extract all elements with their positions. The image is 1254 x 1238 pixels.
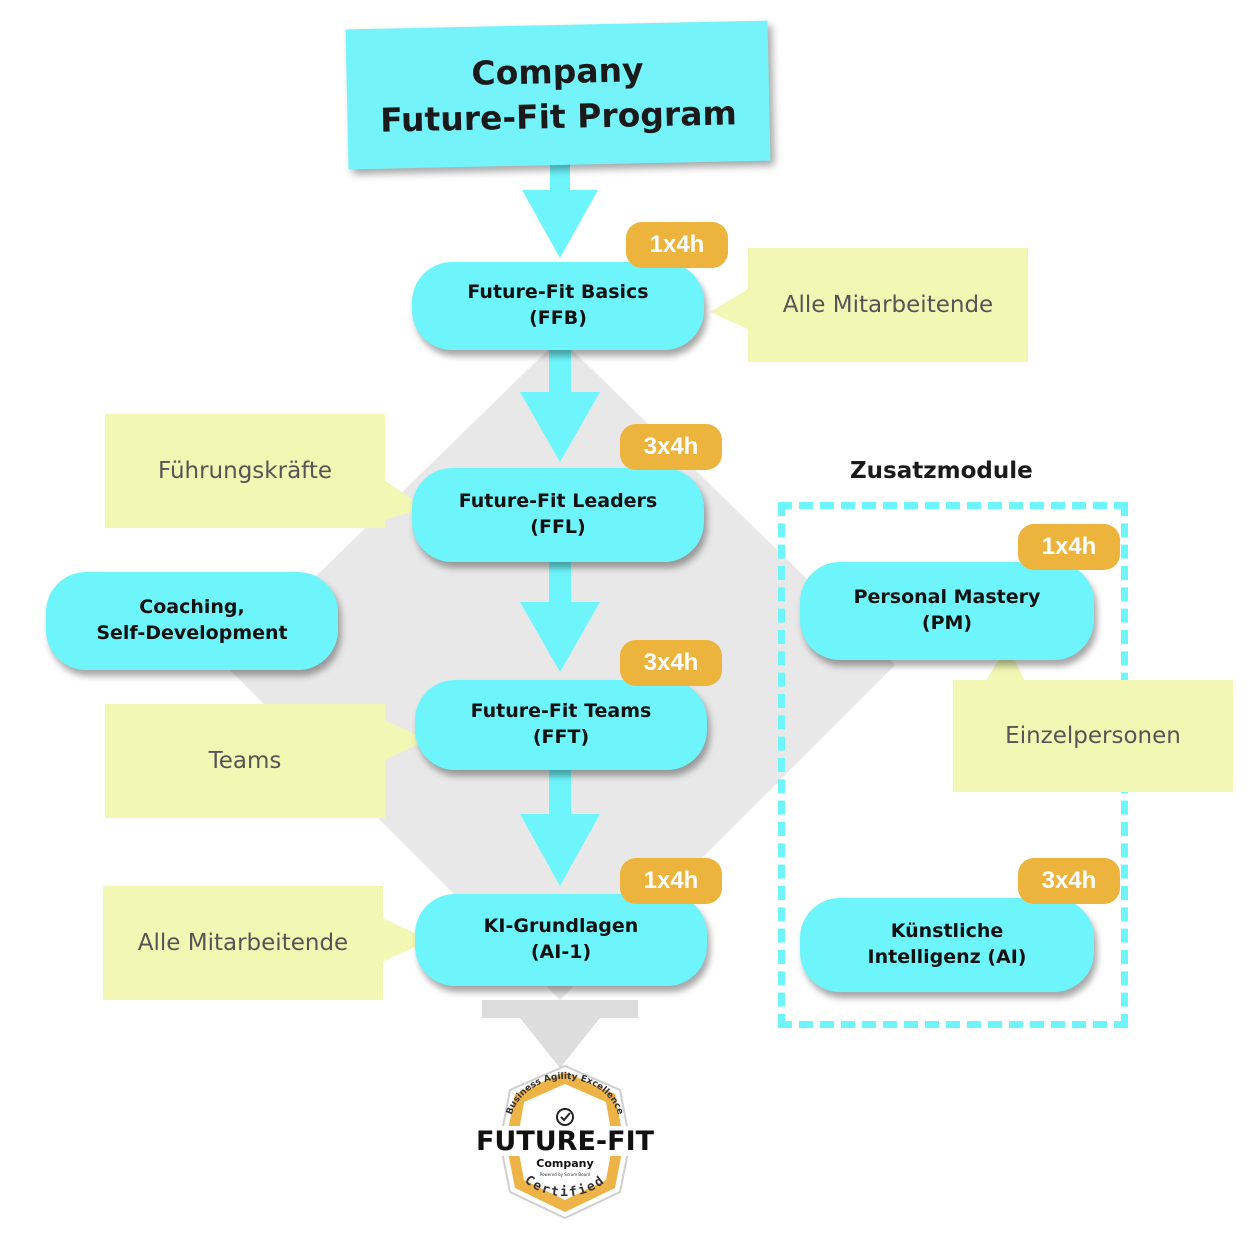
module-ki-grundlagen: KI-Grundlagen (AI-1) — [415, 894, 707, 986]
module-name: Künstliche — [890, 920, 1004, 943]
logo-tiny-text: Powered by Scrum Board — [540, 1172, 591, 1177]
note-pointer-ki — [382, 918, 430, 962]
module-future-fit-basics: Future-Fit Basics (FFB) — [412, 262, 704, 350]
module-code: (PM) — [921, 612, 973, 634]
audience-note-teams: Teams — [105, 704, 385, 818]
module-name: Future-Fit Basics — [467, 281, 649, 304]
module-name: Future-Fit Teams — [470, 700, 652, 723]
module-code: Intelligenz (AI) — [867, 946, 1027, 968]
program-title-line1: Company — [471, 50, 644, 94]
logo-sub-text: Company — [536, 1157, 593, 1170]
module-name: Future-Fit Leaders — [458, 490, 658, 513]
module-code: (FFL) — [530, 516, 586, 538]
module-name: Personal Mastery — [853, 586, 1041, 609]
duration-badge-leaders: 3x4h — [620, 424, 722, 470]
module-code: (FFT) — [532, 726, 590, 748]
coaching-line2: Self-Development — [96, 622, 288, 644]
audience-note-basics: Alle Mitarbeitende — [748, 248, 1028, 362]
gray-funnel-arrow — [482, 1000, 638, 1068]
note-pointer-teams — [384, 720, 428, 760]
module-code: (FFB) — [529, 307, 587, 329]
duration-badge-pm: 1x4h — [1018, 524, 1120, 570]
down-arrow-3 — [520, 558, 600, 672]
program-title-line2: Future-Fit Program — [379, 93, 738, 140]
addon-personal-mastery: Personal Mastery (PM) — [800, 562, 1094, 660]
audience-note-ki: Alle Mitarbeitende — [103, 886, 383, 1000]
down-arrow-2 — [520, 348, 600, 462]
module-name: KI-Grundlagen — [483, 915, 639, 938]
note-pointer-pm — [985, 645, 1025, 682]
down-arrow-1 — [522, 160, 598, 258]
module-future-fit-teams: Future-Fit Teams (FFT) — [415, 680, 707, 770]
addon-kuenstliche-intelligenz: Künstliche Intelligenz (AI) — [800, 898, 1094, 992]
duration-badge-ki: 1x4h — [620, 858, 722, 904]
duration-badge-basics: 1x4h — [626, 222, 728, 268]
future-fit-certified-logo: Business Agility Excellence FUTURE-FIT C… — [462, 1064, 668, 1220]
audience-note-pm: Einzelpersonen — [953, 680, 1233, 792]
module-future-fit-leaders: Future-Fit Leaders (FFL) — [412, 468, 704, 562]
duration-badge-teams: 3x4h — [620, 640, 722, 686]
module-code: (AI-1) — [530, 941, 592, 963]
note-pointer-basics — [710, 288, 750, 330]
program-title-box: Company Future-Fit Program — [345, 20, 771, 170]
addons-title: Zusatzmodule — [850, 458, 1033, 484]
down-arrow-4 — [520, 770, 600, 886]
coaching-self-development: Coaching, Self-Development — [46, 572, 338, 670]
coaching-line1: Coaching, — [139, 596, 245, 619]
duration-badge-ai: 3x4h — [1018, 858, 1120, 904]
audience-note-leaders: Führungskräfte — [105, 414, 385, 528]
logo-main-text: FUTURE-FIT — [476, 1126, 655, 1157]
